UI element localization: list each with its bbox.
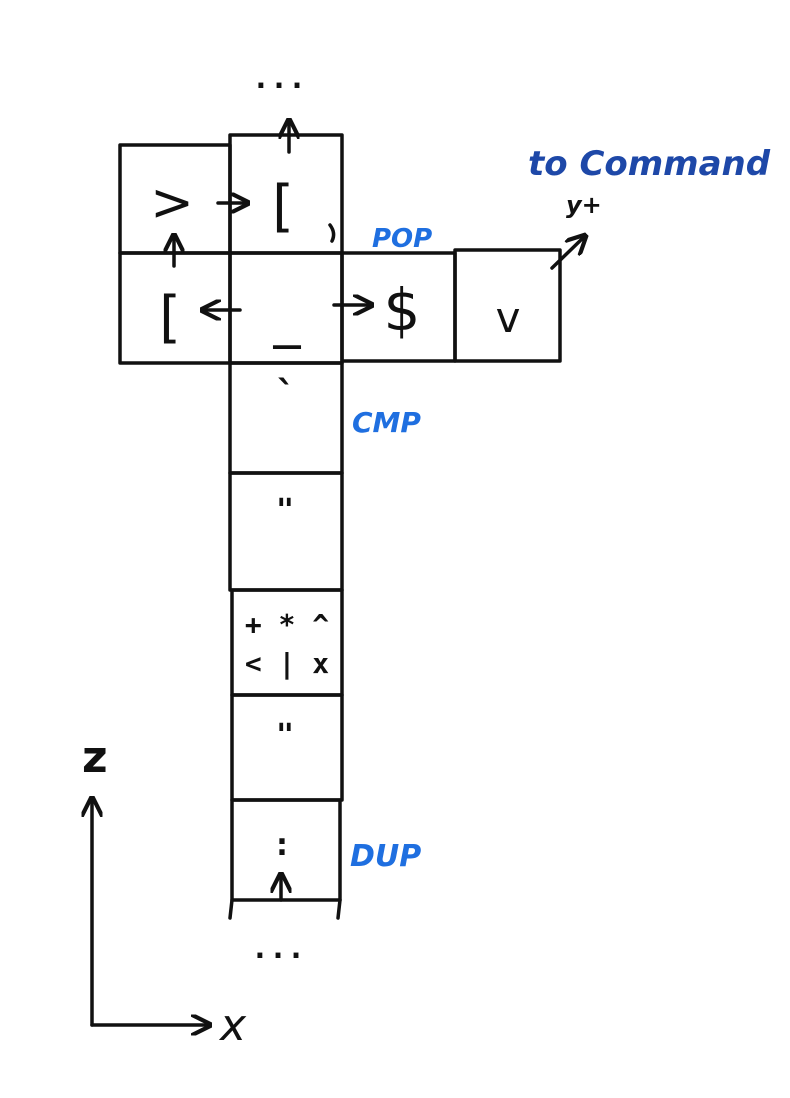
glyph-col-5: :	[272, 825, 291, 863]
label-dup: DUP	[350, 839, 421, 874]
glyph-mid-right: $	[384, 276, 421, 344]
label-pop: POP	[372, 224, 432, 254]
glyph-col-4: "	[276, 718, 294, 753]
top-ellipsis: ...	[252, 61, 306, 96]
glyph-mid-left: [	[159, 285, 181, 350]
arrow-diagonal-to-command	[550, 237, 584, 270]
cell-col-5	[230, 798, 342, 902]
glyph-far-right: v	[496, 293, 521, 342]
label-y-plus: y+	[566, 191, 602, 219]
glyph-col-3-line1: + * ^	[245, 608, 329, 641]
glyph-top-center: [	[272, 174, 294, 239]
label-cmp: CMP	[352, 406, 421, 439]
glyph-col-2: "	[276, 493, 294, 528]
cell-far-right	[453, 248, 562, 363]
flow-arrows	[174, 122, 584, 902]
glyph-top-left: >	[150, 173, 194, 233]
x-axis-label: x	[218, 1000, 247, 1051]
cell-col-2	[228, 471, 344, 592]
glyph-col-1: `	[275, 373, 298, 417]
bottom-ellipsis: ...	[251, 931, 305, 966]
glyph-mid-center: _	[273, 286, 302, 349]
z-axis-label: z	[82, 732, 108, 783]
glyph-col-3-line2: < | x	[245, 647, 329, 680]
cell-grid	[118, 133, 562, 920]
tick-mark	[328, 223, 336, 243]
axes: z x	[82, 732, 247, 1051]
title-to-command: to Command	[528, 144, 771, 184]
